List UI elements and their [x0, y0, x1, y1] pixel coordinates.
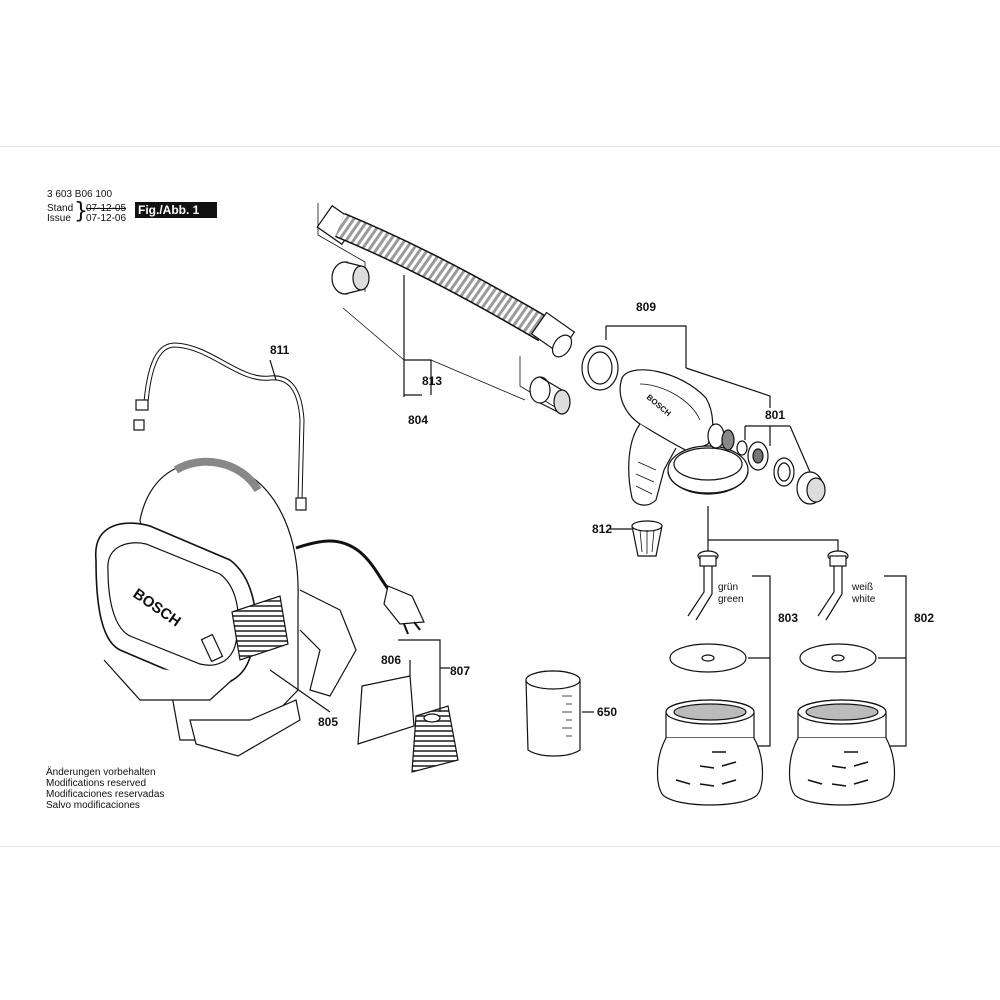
callout-803: 803 [778, 611, 798, 625]
callout-813: 813 [422, 374, 442, 388]
tube-label-green-de: grün [718, 582, 738, 593]
callout-811: 811 [270, 343, 290, 357]
callout-807: 807 [450, 664, 470, 678]
note-es: Salvo modificaciones [46, 800, 140, 811]
callout-812: 812 [592, 522, 612, 536]
callout-806: 806 [381, 653, 401, 667]
note-de: Änderungen vorbehalten [46, 767, 156, 778]
turbine-unit-805 [95, 457, 357, 757]
tube-label-green-en: green [718, 594, 744, 605]
callout-650: 650 [597, 705, 617, 719]
riser-tube-white [817, 550, 849, 621]
filter-grille-807 [411, 705, 459, 773]
filter-mat-806 [357, 675, 415, 745]
callout-801: 801 [765, 408, 785, 422]
bottom-divider [0, 846, 1000, 847]
measuring-cup-650 [525, 670, 581, 757]
container-white [788, 699, 896, 806]
callout-809: 809 [636, 300, 656, 314]
riser-tube-green [687, 550, 719, 621]
gasket-green [669, 643, 747, 673]
part-number: 3 603 B06 100 [47, 189, 113, 200]
note-en: Modifications reserved [46, 778, 147, 789]
issue-label: Issue [47, 213, 71, 224]
strap-part-811 [133, 342, 307, 511]
filter-part-812 [631, 520, 663, 557]
coupling-bottom-813 [529, 376, 571, 415]
tube-label-white-de: weiß [851, 582, 873, 593]
note-fr: Modificaciones reservadas [46, 789, 165, 800]
figure-badge: Fig./Abb. 1 [135, 202, 217, 218]
callout-805: 805 [318, 715, 338, 729]
coupling-top-813 [331, 261, 370, 295]
nozzle-set-801 [736, 440, 826, 505]
callout-804: 804 [408, 413, 428, 427]
top-divider [0, 146, 1000, 147]
container-green [656, 699, 764, 806]
tube-label-white-en: white [851, 594, 876, 605]
stand-label: Stand [47, 203, 74, 214]
spray-gun-part-809 [581, 345, 749, 506]
issue-date: 07-12-06 [86, 213, 127, 224]
gasket-white [799, 643, 877, 673]
brace-icon: } [74, 199, 88, 224]
callout-802: 802 [914, 611, 934, 625]
notes-block: Änderungen vorbehalten Modifications res… [46, 767, 164, 811]
stand-date: 07-12-05 [86, 203, 127, 214]
hose-part-804 [316, 204, 576, 358]
power-cord-plug [295, 539, 425, 635]
